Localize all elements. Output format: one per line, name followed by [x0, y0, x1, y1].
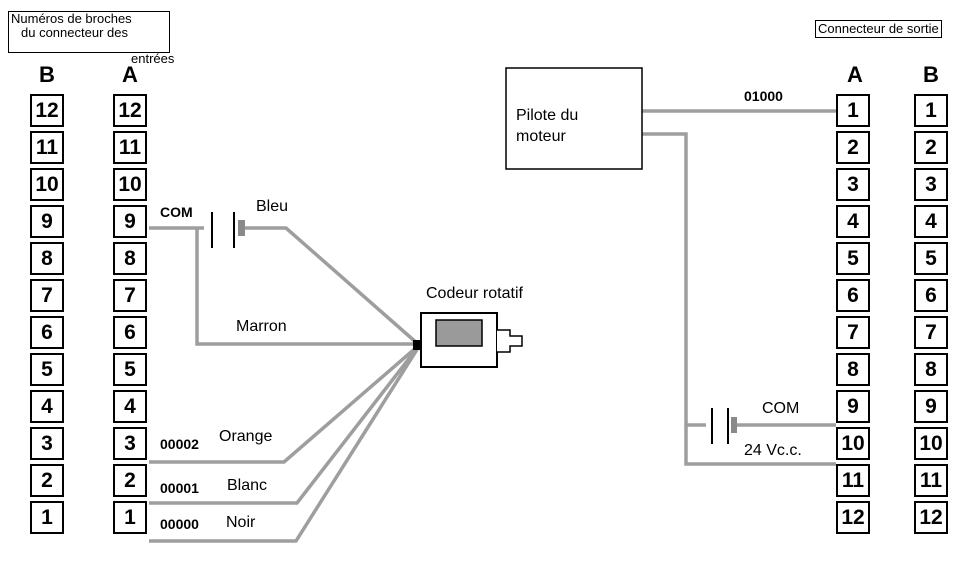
input-b-pin-1: 1 — [30, 501, 64, 534]
driver-return-wire — [641, 132, 836, 466]
input-a-pin-1: 1 — [113, 501, 147, 534]
input-a-pin-6: 6 — [113, 316, 147, 349]
input-a-pin-3: 3 — [113, 427, 147, 460]
input-b-pin-5: 5 — [30, 353, 64, 386]
com-left-label: COM — [160, 204, 193, 220]
orange-label: Orange — [219, 428, 273, 445]
output-b-pin-2: 2 — [914, 131, 948, 164]
output-b-pin-8: 8 — [914, 353, 948, 386]
input-a-pin-9: 9 — [113, 205, 147, 238]
output-a-pin-10: 10 — [836, 427, 870, 460]
input-b-pin-10: 10 — [30, 168, 64, 201]
output-a-pin-8: 8 — [836, 353, 870, 386]
output-b-pin-1: 1 — [914, 94, 948, 127]
addr-00000-label: 00000 — [160, 516, 199, 532]
output-b-pin-3: 3 — [914, 168, 948, 201]
output-a-pin-12: 12 — [836, 501, 870, 534]
input-a-pin-11: 11 — [113, 131, 147, 164]
output-a-pin-9: 9 — [836, 390, 870, 423]
vdc-label: 24 Vc.c. — [744, 442, 802, 459]
input-b-pin-6: 6 — [30, 316, 64, 349]
output-a-pin-6: 6 — [836, 279, 870, 312]
motor-driver-box — [505, 67, 643, 170]
contact-right-block — [731, 417, 737, 433]
marron-wire — [195, 228, 418, 346]
input-b-pin-9: 9 — [30, 205, 64, 238]
blanc-wire — [149, 345, 420, 505]
input-b-pin-3: 3 — [30, 427, 64, 460]
input-a-pin-2: 2 — [113, 464, 147, 497]
input-b-pin-4: 4 — [30, 390, 64, 423]
com-right-label: COM — [762, 400, 800, 417]
addr-01000-label: 01000 — [744, 88, 783, 104]
bleu-label: Bleu — [256, 198, 289, 215]
encoder-shaft — [497, 329, 523, 353]
input-b-pin-11: 11 — [30, 131, 64, 164]
output-a-pin-11: 11 — [836, 464, 870, 497]
noir-label: Noir — [226, 514, 256, 531]
input-connector-label-line2: du connecteur des — [21, 25, 128, 40]
output-connector-label: Connecteur de sortie — [815, 20, 942, 38]
output-a-pin-4: 4 — [836, 205, 870, 238]
output-b-pin-7: 7 — [914, 316, 948, 349]
input-connector-label-line1: Numéros de broches — [11, 11, 132, 26]
contact-left-block — [238, 220, 245, 236]
bleu-wire — [240, 226, 420, 346]
input-a-pin-4: 4 — [113, 390, 147, 423]
left-col-b-header: B — [39, 62, 55, 87]
output-b-pin-11: 11 — [914, 464, 948, 497]
input-b-pin-12: 12 — [30, 94, 64, 127]
input-connector-label-line3: entrées — [131, 51, 175, 66]
input-b-pin-8: 8 — [30, 242, 64, 275]
addr-00001-label: 00001 — [160, 480, 199, 496]
encoder-connector — [413, 340, 421, 350]
right-col-b-header: B — [923, 62, 939, 87]
input-a-pin-12: 12 — [113, 94, 147, 127]
output-a-pin-3: 3 — [836, 168, 870, 201]
output-a-pin-1: 1 — [836, 94, 870, 127]
encoder-label: Codeur rotatif — [426, 285, 523, 302]
output-b-pin-10: 10 — [914, 427, 948, 460]
input-connector-label: Numéros de broches du connecteur des — [8, 11, 170, 53]
output-b-pin-6: 6 — [914, 279, 948, 312]
output-b-pin-4: 4 — [914, 205, 948, 238]
output-a-pin-7: 7 — [836, 316, 870, 349]
input-a-pin-10: 10 — [113, 168, 147, 201]
left-col-a-header: A — [122, 62, 138, 87]
right-col-a-header: A — [847, 62, 863, 87]
output-a-pin-5: 5 — [836, 242, 870, 275]
noir-wire — [149, 347, 420, 543]
output-a-pin-2: 2 — [836, 131, 870, 164]
encoder-window — [435, 319, 483, 347]
input-a-pin-8: 8 — [113, 242, 147, 275]
input-connector-col-a: 12 11 10 9 8 7 6 5 4 3 2 1 — [113, 94, 147, 534]
output-b-pin-5: 5 — [914, 242, 948, 275]
input-b-pin-2: 2 — [30, 464, 64, 497]
input-b-pin-7: 7 — [30, 279, 64, 312]
blanc-label: Blanc — [227, 477, 268, 494]
marron-label: Marron — [236, 318, 287, 335]
output-b-pin-9: 9 — [914, 390, 948, 423]
output-b-pin-12: 12 — [914, 501, 948, 534]
addr-00002-label: 00002 — [160, 436, 199, 452]
motor-driver-label-line1: Pilote du — [516, 107, 579, 124]
motor-driver-label-line2: moteur — [516, 128, 566, 145]
orange-wire — [149, 344, 420, 464]
input-connector-col-b: 12 11 10 9 8 7 6 5 4 3 2 1 — [30, 94, 64, 534]
input-a-pin-5: 5 — [113, 353, 147, 386]
input-a-pin-7: 7 — [113, 279, 147, 312]
